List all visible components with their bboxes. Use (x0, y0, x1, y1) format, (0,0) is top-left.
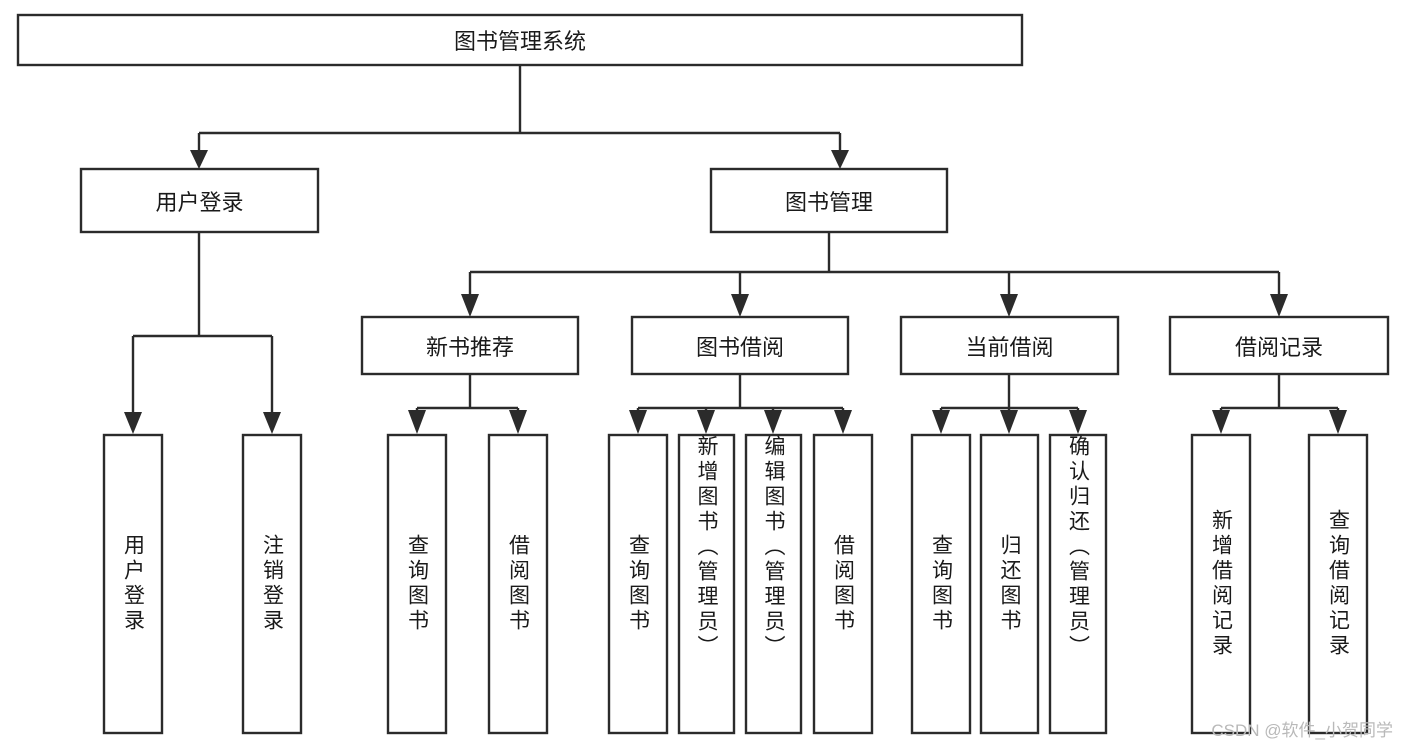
arrow-head-borrow-record (1270, 294, 1288, 317)
node-leaf-cb-query-box[interactable] (910, 433, 972, 735)
node-leaf-br-query-box[interactable] (1307, 433, 1369, 735)
node-leaf-logout-box[interactable] (241, 433, 303, 735)
node-leaf-bb-query-box[interactable] (607, 433, 669, 735)
node-leaf-bb-edit-box[interactable] (744, 433, 803, 735)
arrow-head-current-borrow (1000, 294, 1018, 317)
node-book-borrow-box[interactable] (630, 315, 850, 376)
arrow-head-book-borrow (731, 294, 749, 317)
arrow-head-bookborrow-leaf-3 (764, 410, 782, 434)
arrow-head-bookmgmt (831, 150, 849, 169)
node-user-login-box[interactable] (79, 167, 320, 234)
node-root-box[interactable] (16, 13, 1024, 67)
node-leaf-bb-borrow-box[interactable] (812, 433, 874, 735)
node-leaf-br-add-box[interactable] (1190, 433, 1252, 735)
arrow-head-userlogin (190, 150, 208, 169)
node-leaf-newbook-borrow-box[interactable] (487, 433, 549, 735)
node-borrow-record-box[interactable] (1168, 315, 1390, 376)
arrow-head-borrowrecord-leaf-1 (1212, 410, 1230, 434)
arrow-head-leaf-user-login (124, 412, 142, 434)
node-leaf-user-login-box[interactable] (102, 433, 164, 735)
arrow-head-bookborrow-leaf-1 (629, 410, 647, 434)
arrow-head-currentborrow-leaf-1 (932, 410, 950, 434)
arrow-head-bookborrow-leaf-2 (697, 410, 715, 434)
node-new-book-box[interactable] (360, 315, 580, 376)
arrow-head-currentborrow-leaf-2 (1000, 410, 1018, 434)
node-leaf-newbook-query-box[interactable] (386, 433, 448, 735)
arrow-head-leaf-logout (263, 412, 281, 434)
arrow-head-newbook-leaf-1 (408, 410, 426, 434)
arrow-head-bookborrow-leaf-4 (834, 410, 852, 434)
arrow-head-new-book (461, 294, 479, 317)
node-leaf-bb-add-box[interactable] (677, 433, 736, 735)
node-leaf-cb-confirm-box[interactable] (1048, 433, 1108, 735)
arrow-head-currentborrow-leaf-3 (1069, 410, 1087, 434)
node-leaf-cb-return-box[interactable] (979, 433, 1040, 735)
arrow-head-newbook-leaf-2 (509, 410, 527, 434)
node-current-borrow-box[interactable] (899, 315, 1120, 376)
arrow-head-borrowrecord-leaf-2 (1329, 410, 1347, 434)
node-book-mgmt-box[interactable] (709, 167, 949, 234)
